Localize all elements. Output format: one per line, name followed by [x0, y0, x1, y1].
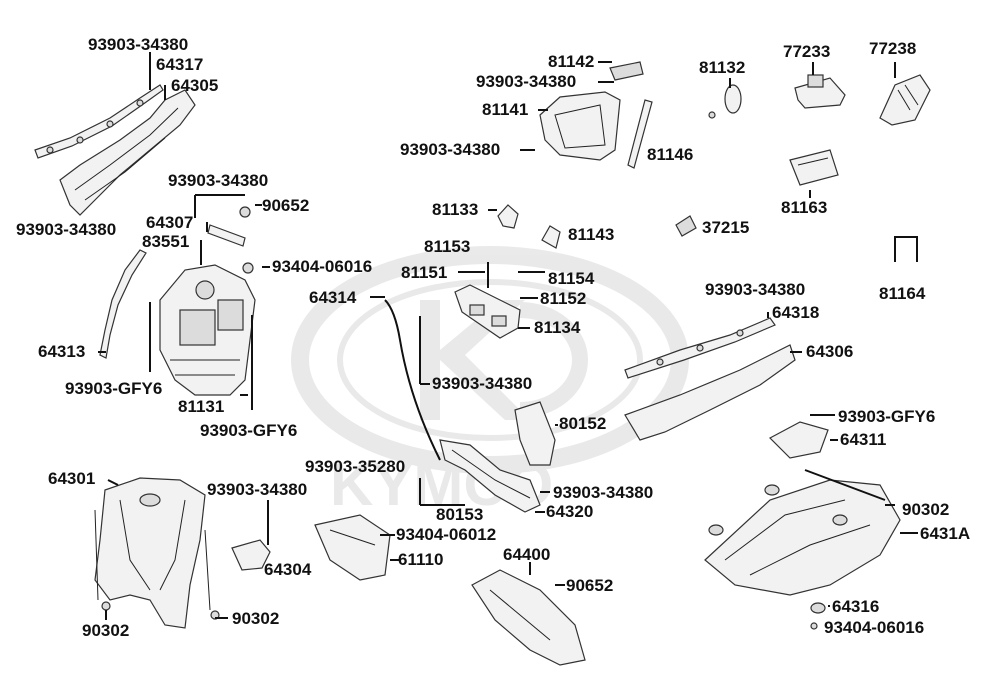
part-label: 93903-34380: [400, 140, 501, 159]
part-label: 64313: [38, 342, 86, 361]
part-37215-switch: [675, 215, 697, 237]
part-label: 64320: [546, 502, 594, 521]
part-label: 81151: [401, 263, 448, 282]
part-label: 93903-34380: [16, 220, 117, 239]
part-label: 81132: [699, 58, 746, 77]
leader-lines: [98, 52, 918, 620]
part-label: 77238: [869, 39, 917, 58]
part-64306-side-cover: [624, 344, 796, 441]
part-81163-lamp: [789, 149, 839, 186]
screws-90302-left: [94, 509, 220, 620]
part-81164-clip: [894, 236, 918, 262]
part-label: 93903-34380: [168, 171, 269, 190]
part-label: 93903-GFY6: [838, 407, 936, 426]
part-64313-side-strip: [99, 249, 147, 359]
part-label: 81143: [568, 225, 615, 244]
part-label: 64316: [832, 597, 880, 616]
part-81143-clip: [541, 225, 561, 249]
part-77238-hinge: [879, 74, 931, 126]
part-label: 81133: [432, 200, 479, 219]
part-label: 81141: [482, 100, 529, 119]
part-81131-inner-box: [159, 264, 256, 396]
part-64317-trim-strip: [34, 84, 164, 159]
part-label: 93903-34380: [705, 280, 806, 299]
part-label: 81154: [548, 269, 595, 288]
part-81141-box-frame: [539, 61, 644, 161]
part-64400-lower-cover: [471, 569, 586, 666]
part-64307-bracket: [207, 206, 254, 274]
part-label: 64311: [840, 430, 887, 449]
part-64311-cover-plate: [769, 421, 829, 459]
part-64320-floor-trim: [439, 439, 541, 513]
part-label: 90302: [902, 500, 950, 519]
part-label: 81142: [548, 52, 595, 71]
part-6431A-floor-frame: [704, 479, 901, 596]
part-label: 93903-34380: [88, 35, 189, 54]
part-label: 6431A: [920, 524, 971, 543]
part-label: 64307: [146, 213, 194, 232]
part-64316-grommet: [810, 602, 826, 630]
part-61110-under-cover: [314, 514, 391, 581]
part-label: 64301: [48, 469, 96, 488]
part-label: 93903-GFY6: [200, 421, 298, 440]
part-label: 64317: [156, 55, 204, 74]
part-label: 80153: [436, 505, 484, 524]
part-label: 93404-06012: [396, 525, 497, 544]
part-64304-small-cover: [231, 539, 271, 571]
part-label: 93404-06016: [824, 618, 925, 637]
part-81132-latch: [708, 84, 742, 119]
part-64301-front-cover: [94, 477, 206, 629]
part-label: 64306: [806, 342, 854, 361]
part-label: 37215: [702, 218, 750, 237]
part-label: 93903-34380: [553, 483, 654, 502]
part-label: 80152: [559, 414, 607, 433]
part-64318-side-strip: [624, 317, 776, 379]
part-80152-cover: [514, 401, 556, 466]
part-label: 81153: [424, 237, 471, 256]
part-label: 77233: [783, 42, 831, 61]
part-label: 93903-34380: [432, 374, 533, 393]
part-label: 64305: [171, 76, 219, 95]
part-label: 81152: [540, 289, 587, 308]
part-label: 81134: [534, 318, 581, 337]
part-label: 64318: [772, 303, 820, 322]
part-label: 90652: [566, 576, 614, 595]
part-label: 83551: [142, 232, 190, 251]
part-label: 93903-35280: [305, 457, 406, 476]
part-label: 90302: [82, 621, 130, 640]
part-label: 61110: [398, 550, 444, 569]
part-label: 81163: [781, 198, 828, 217]
part-label: 93903-34380: [476, 72, 577, 91]
part-label: 81164: [879, 284, 926, 303]
part-81146-seal-strip: [627, 99, 653, 169]
part-label: 90302: [232, 609, 280, 628]
part-label: 81146: [647, 145, 694, 164]
part-81133-clip: [497, 204, 519, 229]
part-label: 93404-06016: [272, 257, 373, 276]
part-label: 64304: [264, 560, 312, 579]
part-77233-lock: [794, 74, 846, 109]
part-64305-inner-trim: [59, 89, 196, 216]
part-label: 90652: [262, 196, 310, 215]
part-label: 64314: [309, 288, 357, 307]
part-label: 93903-34380: [207, 480, 308, 499]
part-label: 81131: [178, 397, 225, 416]
part-label: 93903-GFY6: [65, 379, 163, 398]
part-64314-wire: [384, 299, 441, 461]
part-label: 64400: [503, 545, 551, 564]
